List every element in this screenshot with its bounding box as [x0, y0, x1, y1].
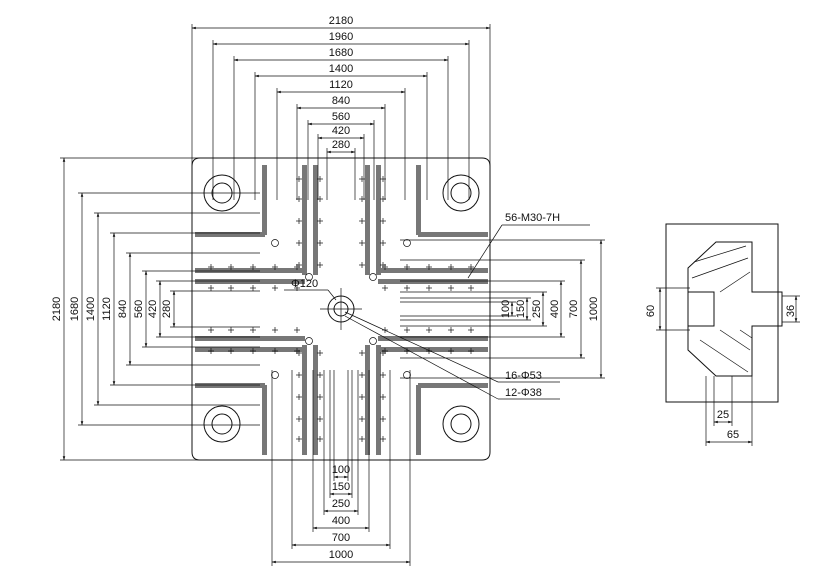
dim-right-1000: 1000 — [588, 297, 600, 321]
dim-bottom-250: 250 — [332, 498, 350, 510]
section-dim-60: 60 — [645, 305, 657, 317]
dim-right-100: 100 — [500, 300, 512, 318]
dim-bottom-100: 100 — [332, 464, 350, 476]
dim-right-150: 150 — [515, 300, 527, 318]
callout-holes-38: 12-Φ38 — [505, 387, 542, 399]
hole-circle — [369, 337, 377, 345]
dim-top-840: 840 — [332, 95, 350, 107]
dim-top-1960: 1960 — [329, 31, 353, 43]
dim-bottom-400: 400 — [332, 515, 350, 527]
dim-bottom-700: 700 — [332, 532, 350, 544]
dim-left-1400: 1400 — [85, 297, 97, 321]
section-dim-65: 65 — [727, 429, 739, 441]
callouts: 56-M30-7H Φ120 16-Φ53 12-Φ38 — [284, 212, 590, 400]
dim-left-280: 280 — [161, 300, 173, 318]
left-dimension-labels: 2180 1680 1400 1120 840 560 420 280 — [51, 297, 173, 321]
dim-top-1680: 1680 — [329, 47, 353, 59]
dim-bottom-1000: 1000 — [329, 549, 353, 561]
callout-holes-53: 16-Φ53 — [505, 370, 542, 382]
dim-top-560: 560 — [332, 111, 350, 123]
dim-left-1120: 1120 — [101, 297, 113, 321]
dim-left-1680: 1680 — [69, 297, 81, 321]
mounting-holes — [208, 176, 474, 442]
platen-outline — [191, 157, 491, 461]
dim-top-1400: 1400 — [329, 63, 353, 75]
dim-top-1120: 1120 — [329, 79, 353, 91]
dim-bottom-150: 150 — [332, 481, 350, 493]
dim-right-700: 700 — [568, 300, 580, 318]
dim-top-2180: 2180 — [329, 15, 353, 27]
dimension-lines — [60, 24, 605, 566]
dim-top-280: 280 — [332, 139, 350, 151]
callout-tapped-holes: 56-M30-7H — [505, 212, 560, 224]
hole-circle — [305, 273, 313, 281]
callout-center-bore: Φ120 — [291, 278, 318, 290]
section-dim-25: 25 — [717, 409, 729, 421]
dim-left-560: 560 — [133, 300, 145, 318]
top-dimension-labels: 2180 1960 1680 1400 1120 840 560 420 280 — [329, 15, 353, 151]
right-dimension-labels: 100 150 250 400 700 1000 — [500, 297, 600, 321]
section-dim-36: 36 — [785, 305, 797, 317]
center-bore — [320, 288, 362, 330]
t-slots — [195, 165, 488, 455]
tie-bar-holes — [203, 174, 480, 443]
dim-right-400: 400 — [549, 300, 561, 318]
hole-circle — [271, 371, 279, 379]
hole-circle — [403, 239, 411, 247]
hole-circle — [369, 273, 377, 281]
hole-circle — [271, 239, 279, 247]
dim-left-420: 420 — [147, 300, 159, 318]
dim-left-840: 840 — [117, 300, 129, 318]
t-slot-section-view: 60 36 25 65 — [645, 223, 800, 446]
hole-circle — [403, 371, 411, 379]
dim-right-250: 250 — [531, 300, 543, 318]
bottom-dimension-labels: 100 150 250 400 700 1000 — [329, 464, 353, 561]
hole-circle — [305, 337, 313, 345]
dim-top-420: 420 — [332, 125, 350, 137]
dim-left-2180: 2180 — [51, 297, 63, 321]
